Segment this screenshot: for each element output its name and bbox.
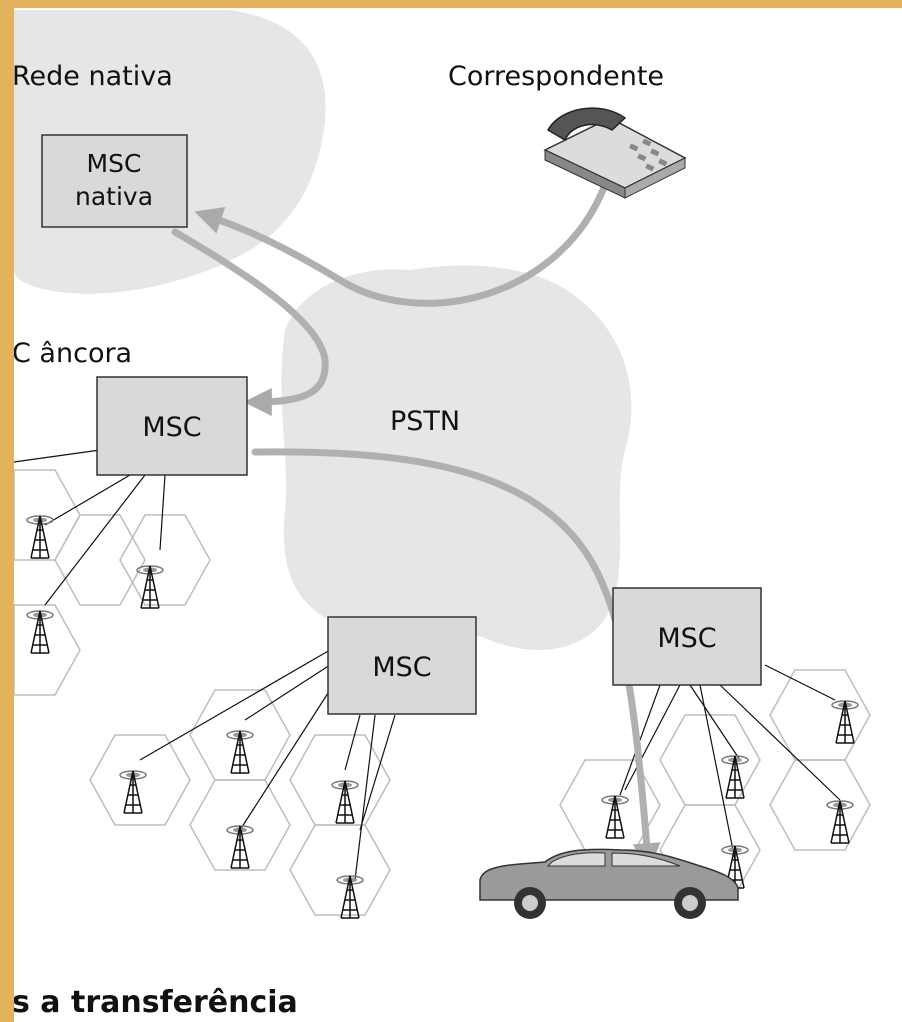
correspondent-label: Correspondente — [448, 61, 664, 92]
tower-icon — [721, 755, 749, 799]
tower-icon — [831, 700, 859, 744]
msc-links — [13, 449, 841, 881]
arrow-correspondent-to-home — [194, 181, 609, 307]
pstn-label: PSTN — [390, 406, 460, 437]
tower-icon — [226, 730, 254, 774]
arrow-home-to-anchor — [171, 228, 329, 416]
msc-home: MSC nativa — [41, 134, 188, 228]
caption: s a transferência — [12, 985, 298, 1020]
anchor-msc-label: C âncora — [12, 338, 132, 369]
tower-icon — [26, 515, 54, 559]
telephone-icon — [543, 107, 687, 199]
msc-visited-label: MSC — [657, 623, 716, 654]
tower-icon — [336, 875, 364, 919]
msc-visited: MSC — [612, 587, 762, 686]
msc-anchor-label: MSC — [142, 412, 201, 443]
tower-icon — [331, 780, 359, 824]
tower-icon — [26, 610, 54, 654]
msc-anchor: MSC — [96, 376, 248, 476]
msc-home-label-2: nativa — [75, 182, 153, 211]
cells-anchor — [13, 469, 211, 696]
pstn-cloud — [281, 265, 632, 650]
tower-icon — [601, 795, 629, 839]
msc-middle: MSC — [327, 616, 477, 715]
car-icon — [479, 848, 739, 919]
tower-icon — [119, 770, 147, 814]
tower-icon — [226, 825, 254, 869]
tower-icon — [826, 800, 854, 844]
msc-home-label-1: MSC — [87, 149, 142, 178]
msc-middle-label: MSC — [372, 652, 431, 683]
cells-middle — [89, 689, 391, 916]
arrow-anchor-to-visited — [251, 448, 661, 872]
cells-visited — [559, 669, 871, 896]
call-path-arrows — [171, 181, 661, 872]
frame-left-border — [0, 0, 14, 1022]
frame-top-border — [0, 0, 902, 8]
tower-icon — [136, 565, 164, 609]
home-network-label: Rede nativa — [12, 61, 173, 92]
